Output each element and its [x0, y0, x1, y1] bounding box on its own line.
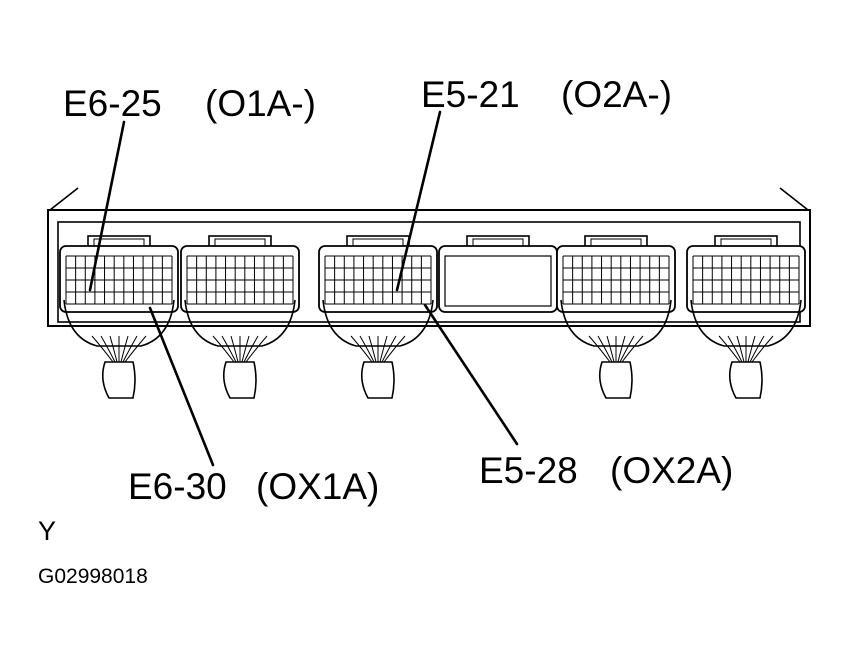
harness-wire	[124, 335, 147, 363]
pin-grid	[186, 255, 294, 305]
harness-wire	[120, 335, 129, 363]
harness-wire	[383, 335, 406, 363]
harness-wire	[91, 335, 114, 363]
label-e5-28-signal: (OX2A)	[610, 450, 733, 491]
label-e5-28-pin: E5-28	[479, 450, 578, 491]
harness-wire	[621, 335, 644, 363]
leader-lines	[88, 110, 519, 467]
leader-e5-21	[395, 110, 442, 292]
wire-bundle	[598, 361, 633, 399]
harness-wire	[100, 335, 116, 363]
harness-wire	[350, 335, 373, 363]
wire-bundle	[728, 361, 763, 399]
harness-wire	[379, 335, 388, 363]
label-e6-30-pin: E6-30	[128, 466, 227, 507]
harness-wire	[381, 335, 397, 363]
harness-wire	[619, 335, 635, 363]
harness-wire	[359, 335, 375, 363]
harness-wire	[588, 335, 611, 363]
harness-wire	[221, 335, 237, 363]
connector-1	[59, 235, 179, 399]
leader-e5-28	[423, 303, 519, 446]
leader-e6-30	[148, 306, 215, 467]
harness-wire	[597, 335, 613, 363]
harness-wire	[368, 335, 377, 363]
connector-face	[318, 245, 438, 313]
harness-wire	[245, 335, 268, 363]
figure-id: G02998018	[38, 565, 148, 588]
harness-wire	[747, 335, 756, 363]
harness-wire	[751, 335, 774, 363]
connector-3	[318, 235, 438, 399]
pin-grid	[65, 255, 173, 305]
harness-wire	[736, 335, 745, 363]
label-e6-25-signal: (O1A-)	[205, 83, 316, 124]
connector-face	[686, 245, 806, 313]
leader-e6-25	[88, 120, 126, 292]
harness-wire	[727, 335, 743, 363]
harness-wire	[230, 335, 239, 363]
harness-wire	[617, 335, 626, 363]
connector-6	[686, 235, 806, 399]
label-e6-30-signal: (OX1A)	[256, 466, 379, 507]
harness-wire	[606, 335, 615, 363]
harness-wire	[749, 335, 765, 363]
wire-bundle	[222, 361, 257, 399]
harness-wire	[122, 335, 138, 363]
label-e6-25-pin: E6-25	[63, 83, 162, 124]
harness-wire	[243, 335, 259, 363]
connector-2	[180, 235, 300, 399]
harness-wire	[718, 335, 741, 363]
harness-wire	[241, 335, 250, 363]
connector-face	[59, 245, 179, 313]
connector-5	[556, 235, 676, 399]
label-e5-21-signal: (O2A-)	[561, 74, 672, 115]
empty-socket	[444, 255, 552, 307]
wire-bundle	[360, 361, 395, 399]
harness-wire	[212, 335, 235, 363]
harness-wire	[109, 335, 118, 363]
view-letter: Y	[38, 516, 56, 546]
connector-row	[59, 235, 806, 399]
connector-face	[556, 245, 676, 313]
pin-grid	[692, 255, 800, 305]
pin-grid	[562, 255, 670, 305]
connector-face	[180, 245, 300, 313]
connector-4	[438, 235, 558, 313]
label-e5-21-pin: E5-21	[421, 74, 520, 115]
wire-bundle	[101, 361, 136, 399]
